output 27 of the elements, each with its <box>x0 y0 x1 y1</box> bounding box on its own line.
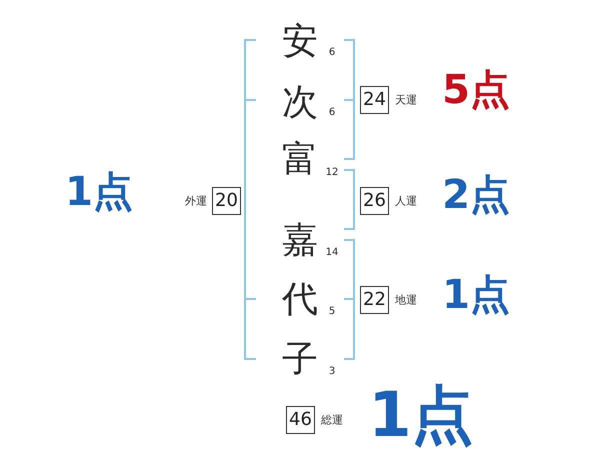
fortune-score: 5点 <box>442 70 510 110</box>
stroke-total-box: 24 <box>360 86 389 114</box>
stroke-count: 6 <box>328 48 336 58</box>
stroke-total-box: 20 <box>212 187 241 215</box>
fortune-name: 天運 <box>395 94 417 106</box>
fortune-score: 1点 <box>65 172 133 212</box>
fortune-name: 総運 <box>321 414 343 426</box>
fortune-name: 人運 <box>395 196 417 206</box>
name-character: 嘉 <box>282 223 318 259</box>
stroke-total-box: 26 <box>360 187 389 215</box>
name-character: 次 <box>282 85 318 121</box>
stroke-count: 5 <box>328 307 336 317</box>
stroke-count: 3 <box>328 367 336 377</box>
stroke-count: 6 <box>328 108 336 118</box>
name-character: 富 <box>282 142 318 178</box>
name-character: 子 <box>282 342 318 378</box>
stroke-total-box: 46 <box>286 406 315 434</box>
name-character: 代 <box>282 282 318 318</box>
stroke-count: 12 <box>326 168 338 178</box>
fortune-score: 1点 <box>442 275 510 315</box>
fortune-name: 地運 <box>395 294 417 306</box>
stroke-total-box: 22 <box>360 286 389 314</box>
stroke-count: 14 <box>326 248 338 258</box>
fortune-name: 外運 <box>185 196 207 206</box>
name-character: 安 <box>282 24 318 60</box>
fortune-score: 1点 <box>368 384 474 446</box>
fortune-score: 2点 <box>442 175 510 215</box>
